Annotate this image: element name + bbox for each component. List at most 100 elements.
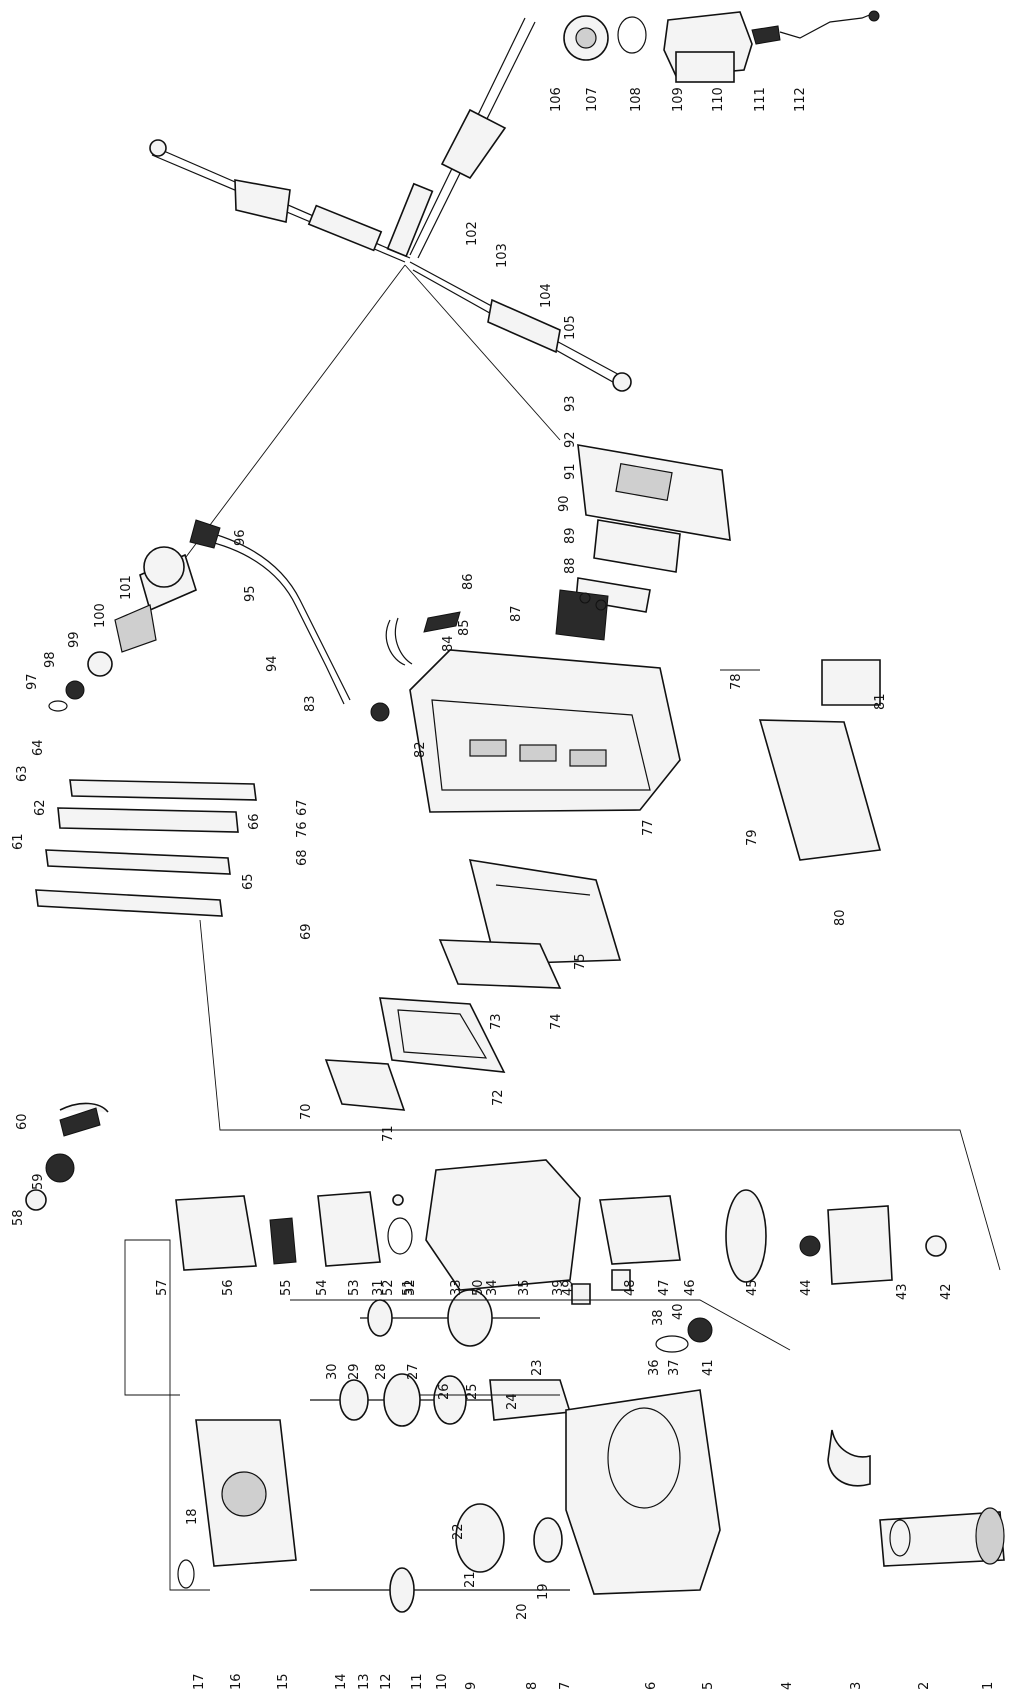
- callout-42: 42: [939, 1283, 954, 1300]
- callout-18: 18: [185, 1508, 200, 1525]
- callout-69: 69: [299, 923, 314, 940]
- callout-40: 40: [671, 1303, 686, 1320]
- callout-64: 64: [31, 739, 46, 756]
- callout-47: 47: [657, 1279, 672, 1296]
- callout-63: 63: [15, 765, 30, 782]
- callout-56: 56: [221, 1279, 236, 1296]
- callout-15: 15: [276, 1673, 291, 1690]
- callout-60: 60: [15, 1113, 30, 1130]
- power-cord: [189, 519, 390, 722]
- callout-26: 26: [437, 1383, 452, 1400]
- callout-66: 66: [247, 813, 262, 830]
- callout-94: 94: [265, 655, 280, 672]
- callout-71: 71: [381, 1125, 396, 1142]
- callout-110: 110: [711, 87, 726, 112]
- callout-labels: 1 2 3 4 5 6 7 8 9 10 11 12 13 14 15 16 1…: [11, 87, 996, 1690]
- control-panel-assembly: [555, 444, 731, 641]
- callout-95: 95: [243, 585, 258, 602]
- callout-7: 7: [558, 1682, 573, 1690]
- callout-27: 27: [406, 1363, 421, 1380]
- callout-78: 78: [729, 673, 744, 690]
- callout-90: 90: [557, 495, 572, 512]
- callout-30: 30: [325, 1363, 340, 1380]
- callout-13: 13: [357, 1673, 372, 1690]
- callout-83: 83: [303, 695, 318, 712]
- callout-65: 65: [241, 873, 256, 890]
- callout-23: 23: [530, 1359, 545, 1376]
- callout-52: 52: [381, 1279, 396, 1296]
- callout-58: 58: [11, 1209, 26, 1226]
- leader-lines: [124, 669, 1001, 1591]
- callout-68: 68: [295, 849, 310, 866]
- callout-11: 11: [410, 1673, 425, 1690]
- callout-98: 98: [43, 651, 58, 668]
- callout-33: 33: [449, 1279, 464, 1296]
- callout-84: 84: [441, 635, 456, 652]
- callout-87: 87: [509, 605, 524, 622]
- callout-86: 86: [461, 573, 476, 590]
- callout-1: 1: [981, 1682, 996, 1690]
- guide-rails: [35, 779, 257, 917]
- gearbox-assembly: [177, 1269, 1005, 1613]
- callout-67: 67: [295, 799, 310, 816]
- callout-8: 8: [525, 1682, 540, 1690]
- callout-36: 36: [647, 1359, 662, 1376]
- callout-100: 100: [93, 603, 108, 628]
- callout-109: 109: [671, 87, 686, 112]
- callout-79: 79: [745, 829, 760, 846]
- callout-88: 88: [563, 557, 578, 574]
- callout-106: 106: [549, 87, 564, 112]
- callout-44: 44: [799, 1279, 814, 1296]
- callout-45: 45: [745, 1279, 760, 1296]
- callout-89: 89: [563, 527, 578, 544]
- callout-101: 101: [119, 575, 134, 600]
- callout-76: 76: [295, 821, 310, 838]
- callout-22: 22: [451, 1523, 466, 1540]
- callout-112: 112: [793, 87, 808, 112]
- callout-62: 62: [33, 799, 48, 816]
- callout-21: 21: [463, 1571, 478, 1588]
- callout-61: 61: [11, 833, 26, 850]
- callout-38: 38: [651, 1309, 666, 1326]
- callout-34: 34: [485, 1279, 500, 1296]
- callout-104: 104: [539, 283, 554, 308]
- callout-80: 80: [833, 909, 848, 926]
- callout-39: 39: [551, 1279, 566, 1296]
- callout-20: 20: [515, 1603, 530, 1620]
- callout-99: 99: [67, 631, 82, 648]
- callout-53: 53: [347, 1279, 362, 1296]
- callout-70: 70: [299, 1103, 314, 1120]
- callout-105: 105: [563, 315, 578, 340]
- callout-12: 12: [379, 1673, 394, 1690]
- coolant-bottle-assembly: [563, 10, 880, 83]
- callout-91: 91: [563, 463, 578, 480]
- callout-43: 43: [895, 1283, 910, 1300]
- callout-50: 50: [471, 1279, 486, 1296]
- main-frame-housing: [385, 611, 681, 813]
- callout-93: 93: [563, 395, 578, 412]
- callout-111: 111: [753, 87, 768, 112]
- callout-48: 48: [623, 1279, 638, 1296]
- motor-assembly: [25, 1102, 947, 1291]
- callout-2: 2: [917, 1682, 932, 1690]
- callout-108: 108: [629, 87, 644, 112]
- callout-28: 28: [374, 1363, 389, 1380]
- control-box: [468, 659, 882, 965]
- callout-10: 10: [435, 1673, 450, 1690]
- callout-102: 102: [465, 221, 480, 246]
- callout-107: 107: [585, 87, 600, 112]
- callout-14: 14: [334, 1673, 349, 1690]
- callout-103: 103: [495, 243, 510, 268]
- callout-32: 32: [403, 1279, 418, 1296]
- callout-49: 49: [561, 1279, 576, 1296]
- callout-51: 51: [401, 1279, 416, 1296]
- callout-9: 9: [464, 1682, 479, 1690]
- callout-16: 16: [229, 1673, 244, 1690]
- callout-46: 46: [683, 1279, 698, 1296]
- callout-6: 6: [644, 1682, 659, 1690]
- callout-74: 74: [549, 1013, 564, 1030]
- callout-96: 96: [233, 529, 248, 546]
- callout-75: 75: [573, 953, 588, 970]
- callout-82: 82: [413, 741, 428, 758]
